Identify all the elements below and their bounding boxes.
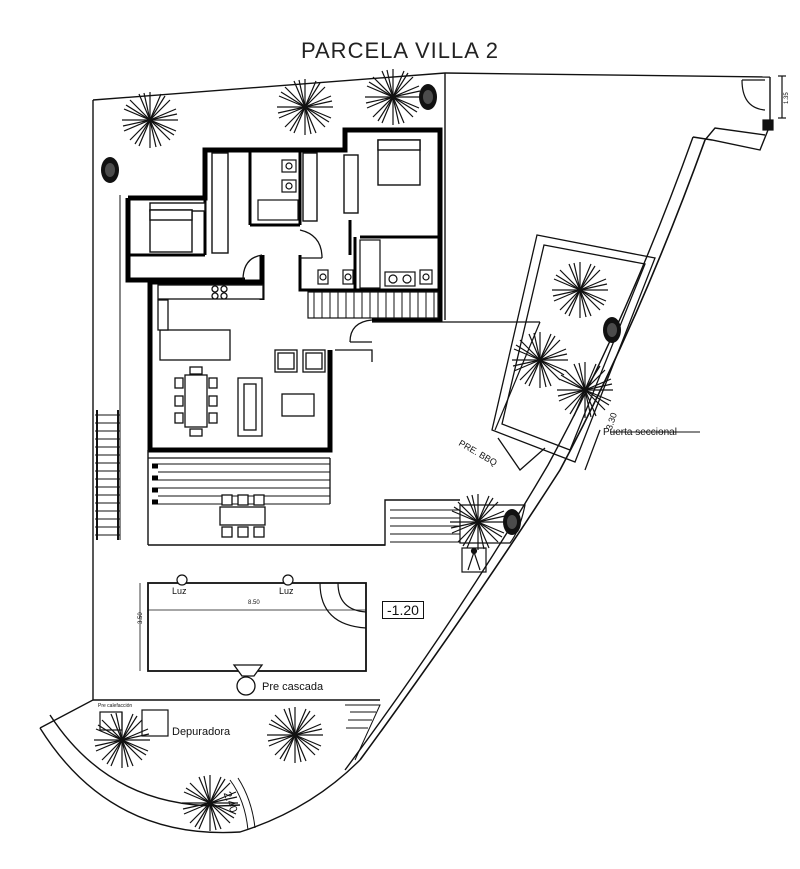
- closets: [149, 152, 359, 254]
- outdoor-table: [219, 494, 266, 538]
- sink-icon: [257, 199, 416, 289]
- pool-width-label: 3.50: [138, 612, 144, 624]
- cascade-label: Pre cascada: [262, 681, 324, 693]
- sofa-icon: [237, 377, 315, 437]
- bbq-pergola: [491, 234, 700, 471]
- lamp-icon: [176, 574, 294, 586]
- corner-gate: [741, 75, 786, 131]
- door-swing-icon: [242, 229, 373, 362]
- bed-icon: [149, 139, 421, 253]
- plot-boundary: [39, 72, 771, 834]
- toilet-icon: [281, 159, 433, 285]
- treatment-label: Depuradora: [172, 726, 231, 738]
- left-side-passage: [95, 195, 121, 540]
- east-boundary-wall: [344, 77, 771, 771]
- terrace: [147, 450, 460, 546]
- pool-length-label: 8.50: [248, 600, 260, 606]
- armchair-icon: [274, 349, 326, 373]
- house-walls: [125, 127, 443, 453]
- south-steps: [229, 704, 381, 831]
- dining-table-icon: [174, 366, 218, 437]
- stove-icon: [211, 285, 228, 300]
- courtyard: [372, 321, 541, 431]
- kitchen: [157, 284, 264, 361]
- gate-label: Puerta seccional: [603, 427, 677, 438]
- heating-label: Pre calefacción: [98, 703, 133, 709]
- level-label: -1.20: [382, 601, 424, 619]
- interior-stairs: [307, 291, 439, 319]
- page-title: PARCELA VILLA 2: [300, 38, 500, 63]
- pool: [139, 574, 367, 696]
- pool-light-label-2: Luz: [279, 586, 294, 596]
- pool-light-label-1: Luz: [172, 586, 187, 596]
- corner-dim-label: 1.35: [784, 92, 790, 104]
